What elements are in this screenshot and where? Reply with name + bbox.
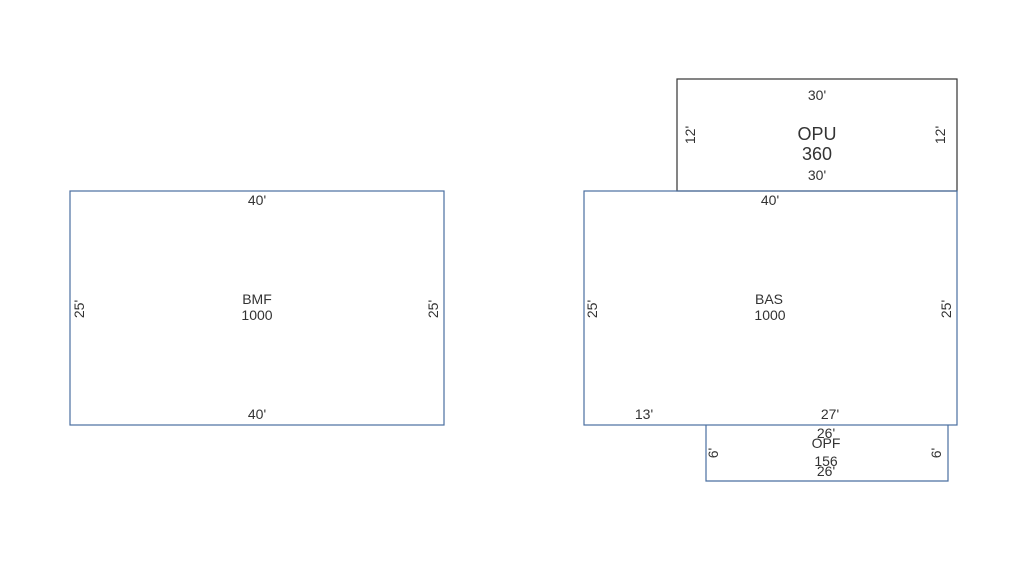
bas-top-dimension: 40' bbox=[761, 192, 779, 208]
opu-code-label: OPU bbox=[797, 124, 836, 144]
bmf-section: 40' 40' 25' 25' BMF 1000 bbox=[69, 190, 445, 426]
bas-left-dimension: 25' bbox=[584, 300, 600, 318]
opf-code-label: OPF bbox=[812, 435, 841, 451]
bas-outline bbox=[583, 190, 958, 426]
opu-section: 30' 30' 12' 12' OPU 360 bbox=[676, 78, 958, 192]
bmf-area-label: 1000 bbox=[241, 307, 272, 323]
bas-code-label: BAS bbox=[755, 291, 783, 307]
opf-outline bbox=[705, 425, 949, 482]
bmf-outline bbox=[69, 190, 445, 426]
bmf-top-dimension: 40' bbox=[248, 192, 266, 208]
bas-section: 40' 25' 25' 13' 27' BAS 1000 bbox=[583, 190, 958, 426]
bmf-right-dimension: 25' bbox=[425, 300, 441, 318]
opf-top-dimension: 26' bbox=[817, 425, 835, 441]
opf-left-dimension: 6' bbox=[705, 448, 721, 458]
opf-bottom-dimension: 26' bbox=[817, 463, 835, 479]
bmf-left-dimension: 25' bbox=[71, 300, 87, 318]
bmf-bottom-dimension: 40' bbox=[248, 406, 266, 422]
opu-right-dimension: 12' bbox=[932, 126, 948, 144]
opf-area-label: 156 bbox=[814, 453, 838, 469]
opf-section: 26' OPF 156 26' 6' 6' bbox=[705, 425, 949, 482]
bas-area-label: 1000 bbox=[754, 307, 785, 323]
opu-left-dimension: 12' bbox=[682, 126, 698, 144]
opu-top-dimension: 30' bbox=[808, 87, 826, 103]
bas-right-dimension: 25' bbox=[938, 300, 954, 318]
opu-bottom-dimension: 30' bbox=[808, 167, 826, 183]
bas-bottom-left-dimension: 13' bbox=[635, 406, 653, 422]
opu-area-label: 360 bbox=[802, 144, 832, 164]
bmf-code-label: BMF bbox=[242, 291, 272, 307]
opf-right-dimension: 6' bbox=[928, 448, 944, 458]
bas-bottom-right-dimension: 27' bbox=[821, 406, 839, 422]
